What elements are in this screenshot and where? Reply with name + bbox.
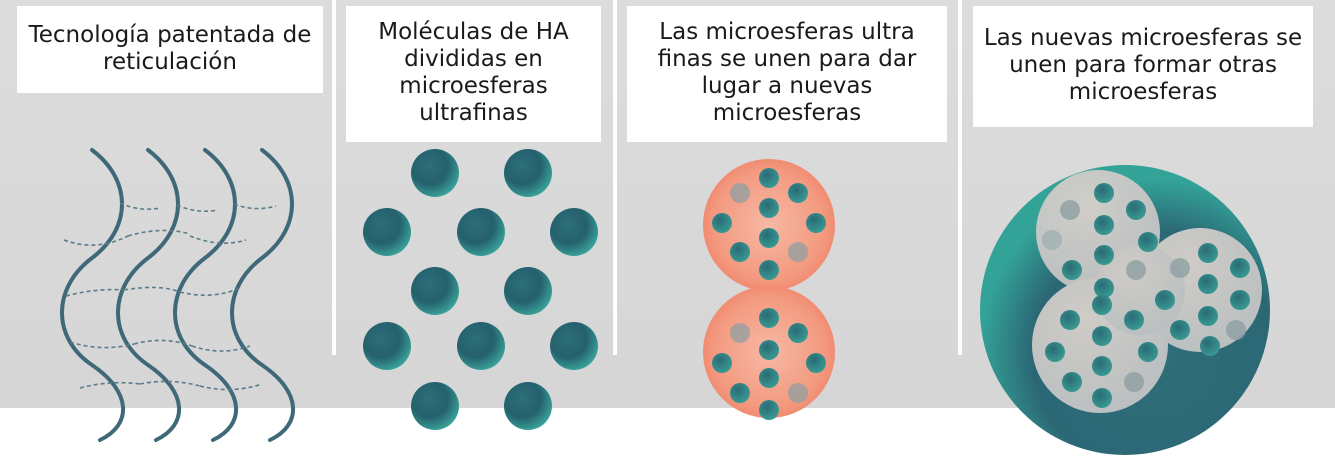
microsphere: [504, 382, 552, 430]
joined-microspheres-illustration: [703, 159, 835, 420]
panel-3-caption: Las microesferas ultra finas se unen par…: [627, 6, 947, 142]
crosslink: [119, 202, 161, 210]
crosslink: [139, 380, 201, 387]
crosslinked-strands-illustration: [60, 148, 296, 442]
panel-3-caption-text: Las microesferas ultra finas se unen par…: [657, 19, 917, 126]
microsphere: [457, 322, 505, 370]
crosslink: [65, 288, 125, 297]
microsphere: [363, 208, 411, 256]
strand-1: [60, 148, 126, 442]
cluster-particles: [1042, 183, 1250, 408]
panel-2-caption: Moléculas de HA divididas en microesfera…: [346, 6, 601, 142]
crosslink: [127, 229, 191, 237]
microsphere: [457, 208, 505, 256]
crosslink: [199, 383, 263, 391]
crosslink: [179, 287, 241, 296]
microsphere-cluster-illustration: [980, 165, 1270, 455]
strand-2: [116, 148, 182, 442]
crosslink: [79, 381, 141, 389]
microsphere: [411, 382, 459, 430]
microsphere: [550, 322, 598, 370]
microsphere: [363, 322, 411, 370]
panel-4-caption: Las nuevas microesferas se unen para for…: [973, 6, 1313, 127]
crosslink: [63, 235, 129, 246]
crosslink: [189, 235, 247, 244]
microsphere: [504, 149, 552, 197]
ultrafine-microspheres-illustration: [363, 149, 598, 430]
microsphere: [411, 267, 459, 315]
crosslink: [191, 345, 251, 352]
panel-2-caption-text: Moléculas de HA divididas en microesfera…: [378, 19, 569, 126]
strand-4: [230, 148, 296, 442]
microsphere: [550, 208, 598, 256]
strand-3: [173, 148, 239, 442]
panel-4-caption-text: Las nuevas microesferas se unen para for…: [983, 25, 1303, 105]
crosslink: [123, 286, 181, 293]
panel-divider-3: [958, 0, 962, 355]
microsphere-top: [703, 159, 835, 291]
microsphere: [411, 149, 459, 197]
crosslink: [133, 339, 193, 347]
panel-1-caption-text: Tecnología patentada de reticulación: [28, 21, 312, 75]
crosslink: [69, 341, 135, 349]
panel-divider-1: [332, 0, 336, 355]
microsphere-bottom: [703, 286, 835, 420]
microsphere: [504, 267, 552, 315]
panel-1-caption: Tecnología patentada de reticulación: [17, 6, 323, 93]
panel-divider-2: [613, 0, 617, 355]
crosslink: [176, 204, 219, 212]
crosslink: [233, 203, 277, 210]
